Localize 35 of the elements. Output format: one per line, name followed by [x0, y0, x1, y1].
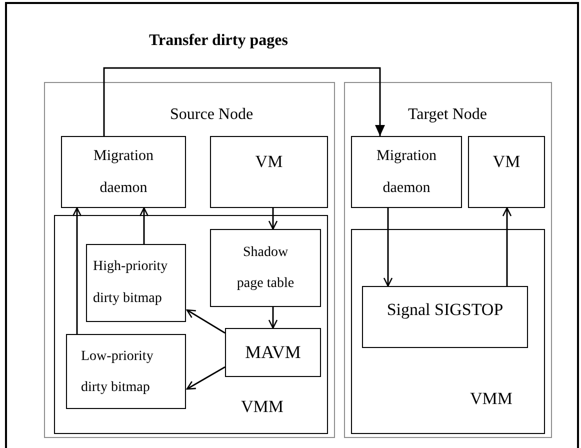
box-label: High-priority dirty bitmap: [93, 258, 169, 308]
box-label: VM: [255, 151, 283, 173]
arrow: [72, 207, 82, 334]
box-label: VMM: [470, 388, 513, 410]
process-box: [362, 286, 528, 348]
process-box: [225, 328, 321, 377]
process-box: [210, 136, 328, 208]
layer-box: [351, 229, 545, 434]
arrow: [186, 309, 226, 334]
layer-box: [54, 215, 328, 434]
arrow: [268, 208, 278, 230]
process-box: [61, 136, 186, 208]
process-box: [210, 229, 321, 307]
box-label: MAVM: [245, 341, 301, 364]
process-box: [86, 244, 186, 322]
node-panel: [44, 82, 335, 438]
arrow: [139, 207, 149, 244]
arrow: [383, 208, 393, 287]
process-box: [468, 136, 545, 208]
box-label: VM: [492, 151, 520, 173]
arrow: [103, 67, 385, 136]
box-label: Low-priority dirty bitmap: [81, 348, 154, 396]
box-label: Shadow page table: [236, 244, 296, 293]
panel-heading: Source Node: [170, 105, 254, 125]
process-box: [66, 334, 186, 409]
arrow: [186, 366, 226, 390]
arrow: [502, 207, 512, 286]
panel-heading: Target Node: [408, 105, 487, 125]
box-label: VMM: [241, 396, 284, 418]
box-label: Migration daemon: [376, 147, 438, 198]
box-label: Signal SIGSTOP: [386, 299, 504, 321]
box-label: Migration daemon: [92, 147, 154, 198]
arrow: [268, 307, 278, 329]
node-panel: [344, 82, 552, 438]
process-box: [351, 136, 462, 208]
